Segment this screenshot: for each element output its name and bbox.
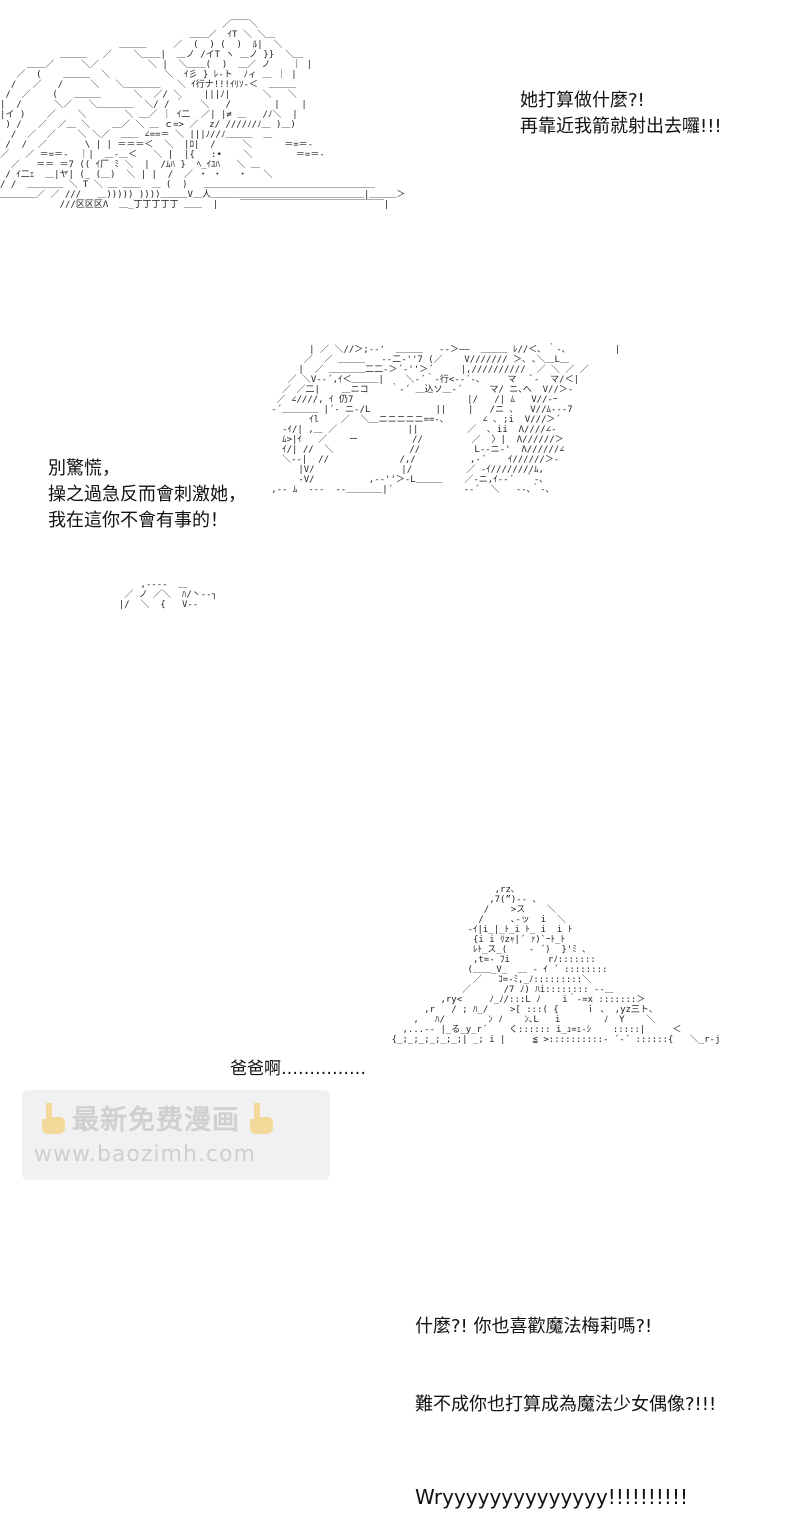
speech-text-excited: 什麼?! 你也喜歡魔法梅莉嗎?! 難不成你也打算成為魔法少女偶像?!!! Wry…	[415, 1262, 716, 1536]
dialog-line: 操之過急反而會刺激她，	[48, 484, 246, 505]
shout-text: Wryyyyyyyyyyyyyy!!!!!!!!!!	[415, 1485, 688, 1509]
watermark-title-row: 最新免费漫画	[32, 1098, 280, 1137]
speech-text-pointing: 別驚慌， 操之過急反而會刺激她， 我在這你不會有事的！	[48, 456, 246, 534]
dialog-line: 爸爸啊……………	[230, 1059, 366, 1079]
ascii-art-sitting: ,rz､ ,7(”)‐‐ ､ / >ス ＼ / ､‐ッ i ＼ ‐ｲ|i_|_ﾄ…	[391, 885, 721, 1045]
watermark-banner: 最新免费漫画 www.baozimh.com	[22, 1090, 330, 1180]
pointing-hand-icon	[250, 1102, 273, 1134]
ascii-art-pointing: | ／ ＼//＞;-‐' ＿＿＿ ‐-＞—— ＿＿＿ ﾚ//＜､ ｀-､ | ／…	[271, 345, 621, 495]
ascii-art-excited: ,‐‐‐‐ ＿ ／ ノ ／＼ ﾊ/丶--┐ |/ ＼ { V‐‐ 什麼?! 你也…	[5, 580, 716, 1509]
dialog-line: 她打算做什麼?!	[520, 90, 645, 111]
watermark-url: www.baozimh.com	[34, 1142, 256, 1167]
dialog-line: 難不成你也打算成為魔法少女偶像?!!!	[415, 1394, 717, 1415]
dialog-line: 什麼?! 你也喜歡魔法梅莉嗎?!	[415, 1316, 653, 1337]
speech-text-archer: 她打算做什麼?! 再靠近我箭就射出去囉!!!	[520, 88, 722, 140]
dialog-line: 我在這你不會有事的！	[48, 510, 228, 531]
dialog-line: 別驚慌，	[48, 458, 120, 479]
ascii-art-archer: ／￣￣＼ ＿＿／ ｲT ＼ ＼＿ ＿＿＿ ／ ( ) ( ) ﾙ| ＼ ＿＿＿ …	[0, 20, 406, 210]
speech-text-sitting: 爸爸啊……………	[230, 1056, 366, 1082]
dialog-line: 再靠近我箭就射出去囉!!!	[520, 116, 722, 137]
pointing-hand-icon	[42, 1102, 65, 1134]
watermark-title: 最新免费漫画	[72, 1105, 240, 1136]
